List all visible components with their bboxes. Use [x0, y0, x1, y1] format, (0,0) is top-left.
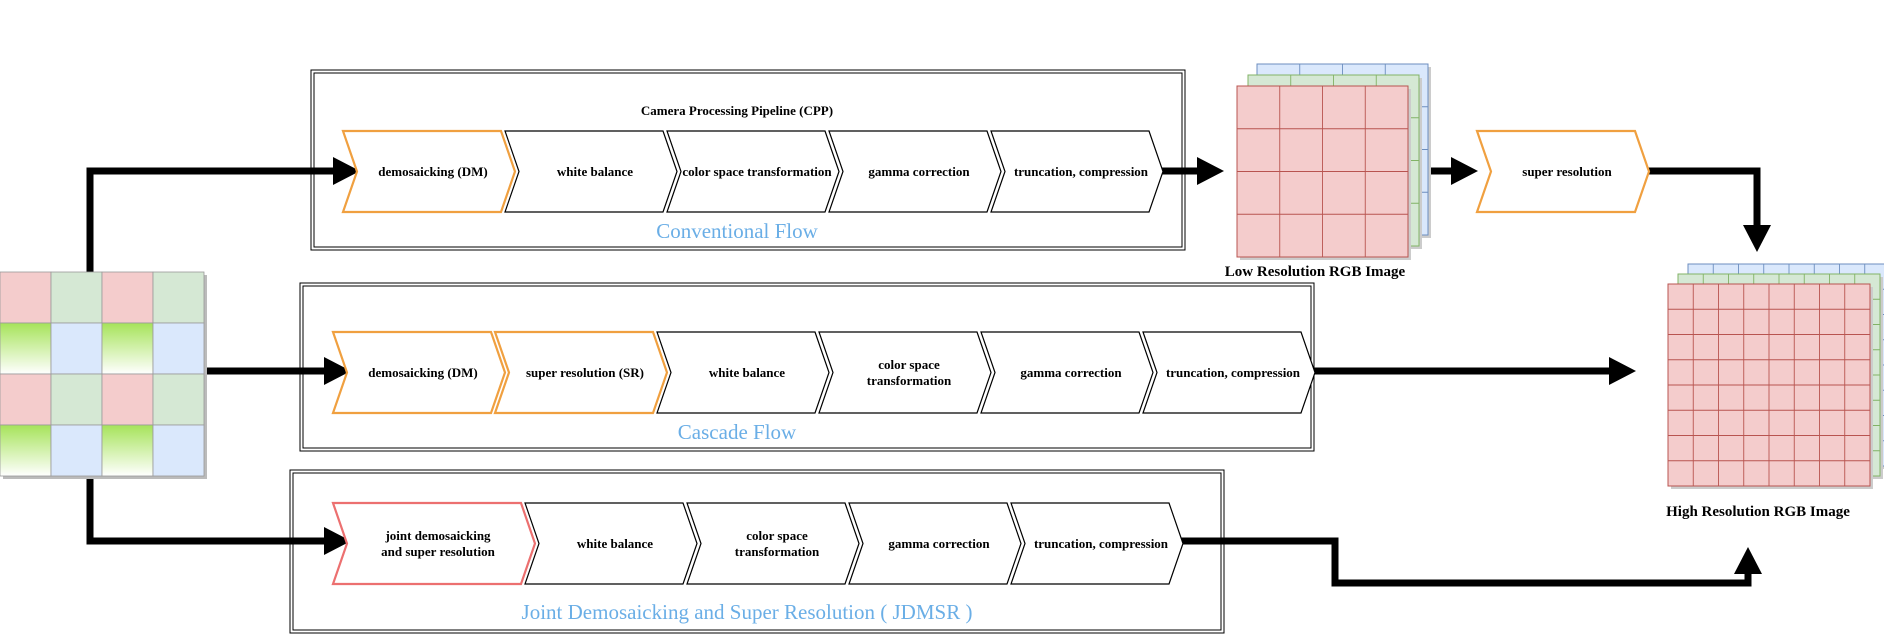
bayer-cell [152, 373, 205, 426]
joint-stage-5: truncation, compression [1010, 502, 1184, 585]
bayer-cell [50, 373, 103, 426]
bayer-pattern-image [0, 271, 207, 479]
cascade-stage-4-label: color space [878, 357, 940, 372]
cascade-stage-5: gamma correction [980, 331, 1154, 414]
conventional-stage-2: white balance [504, 130, 678, 213]
cascade-stage-2-shape [493, 330, 669, 415]
bayer-to-conventional-line [86, 167, 345, 272]
joint-stage-3-shape [686, 502, 860, 585]
conventional-stage-3: color space transformation [666, 130, 840, 213]
bayer-cell [152, 424, 205, 477]
cascade-stage-3-shape [656, 331, 830, 414]
joint-stage-4-shape [848, 502, 1022, 585]
conventional-stage-2-shape [504, 130, 678, 213]
high-res-caption: High Resolution RGB Image [1666, 504, 1850, 520]
cascade-stage-2: super resolution (SR) [493, 330, 669, 415]
bayer-cell [50, 424, 103, 477]
arrowheads [324, 157, 1771, 574]
joint-stage-3-label: color space [746, 528, 808, 543]
conventional-stage-3-shape [666, 130, 840, 213]
arrowhead-highres-left [1609, 357, 1636, 385]
cpp-title: Camera Processing Pipeline (CPP) [641, 103, 833, 118]
cascade-stage-6-label: truncation, compression [1166, 365, 1301, 380]
joint-stage-1-label: joint demosaicking [384, 528, 491, 543]
bayer-cell [50, 271, 103, 324]
bayer-cell [0, 373, 52, 426]
arrowhead-joint [324, 527, 351, 555]
cascade-stage-4-label: transformation [867, 373, 952, 388]
joint-flow-label: Joint Demosaicking and Super Resolution … [522, 600, 973, 624]
bayer-cell [0, 424, 52, 477]
low-res-caption: Low Resolution RGB Image [1225, 264, 1406, 280]
arrowhead-cascade [324, 357, 351, 385]
cascade-stage-6: truncation, compression [1142, 331, 1316, 414]
bayer-cell [50, 322, 103, 375]
arrowhead-lowres [1197, 157, 1224, 185]
joint-stage-5-shape [1010, 502, 1184, 585]
conventional-stage-1: demosaicking (DM) [341, 129, 517, 214]
post-super-resolution-stage-shape [1475, 129, 1651, 214]
conventional-stage-4: gamma correction [828, 130, 1002, 213]
bayer-cell [152, 322, 205, 375]
conventional-flow-label: Conventional Flow [656, 219, 818, 243]
cascade-stage-5-shape [980, 331, 1154, 414]
arrowhead-sr [1451, 157, 1478, 185]
cascade-stage-1-label: demosaicking (DM) [368, 365, 477, 380]
joint-to-highres-line [1173, 537, 1752, 587]
bayer-to-joint-line [86, 472, 335, 545]
sr-to-highres-line [1647, 167, 1761, 238]
conventional-stage-2-label: white balance [557, 164, 633, 179]
high-res-rgb-image [1667, 263, 1884, 489]
conventional-stage-1-shape [341, 129, 517, 214]
cascade-flow-label: Cascade Flow [678, 420, 797, 444]
conventional-stage-4-shape [828, 130, 1002, 213]
arrowhead-highres-top [1743, 225, 1771, 252]
cascade-stage-3-label: white balance [709, 365, 785, 380]
conventional-stage-4-label: gamma correction [868, 164, 970, 179]
conventional-stage-3-label: color space transformation [682, 164, 832, 179]
arrowhead-highres-bottom [1734, 547, 1762, 574]
cascade-stage-2-label: super resolution (SR) [526, 365, 644, 380]
joint-stage-2: white balance [524, 502, 698, 585]
conventional-stage-1-label: demosaicking (DM) [378, 164, 487, 179]
conventional-stage-5-label: truncation, compression [1014, 164, 1149, 179]
conventional-stage-5-shape [990, 130, 1164, 213]
cascade-stage-3: white balance [656, 331, 830, 414]
cascade-stage-6-shape [1142, 331, 1316, 414]
joint-stage-1-shape [331, 501, 537, 586]
cascade-stage-1-shape [331, 330, 507, 415]
joint-stage-4-label: gamma correction [888, 536, 990, 551]
low-res-rgb-image [1236, 63, 1431, 260]
cascade-stage-5-label: gamma correction [1020, 365, 1122, 380]
joint-stage-1-label: and super resolution [381, 544, 495, 559]
high-res-red-channel [1667, 283, 1873, 489]
cascade-stage-4-shape [818, 331, 992, 414]
bayer-cell [101, 424, 154, 477]
joint-stage-4: gamma correction [848, 502, 1022, 585]
stage-chevrons: demosaicking (DM) white balance color spac… [331, 129, 1651, 586]
post-super-resolution-stage-label: super resolution [1522, 164, 1612, 179]
joint-stage-5-label: truncation, compression [1034, 536, 1169, 551]
joint-stage-2-label: white balance [577, 536, 653, 551]
bayer-cell [0, 271, 52, 324]
post-super-resolution-stage: super resolution [1475, 129, 1651, 214]
conventional-stage-5: truncation, compression [990, 130, 1164, 213]
low-res-red-channel [1236, 85, 1411, 260]
bayer-cell [101, 271, 154, 324]
joint-stage-3-label: transformation [735, 544, 820, 559]
arrowhead-conventional [333, 157, 360, 185]
bayer-cell [0, 322, 52, 375]
cascade-stage-1: demosaicking (DM) [331, 330, 507, 415]
bayer-cell [101, 373, 154, 426]
joint-stage-2-shape [524, 502, 698, 585]
bayer-cell [152, 271, 205, 324]
bayer-cell [101, 322, 154, 375]
